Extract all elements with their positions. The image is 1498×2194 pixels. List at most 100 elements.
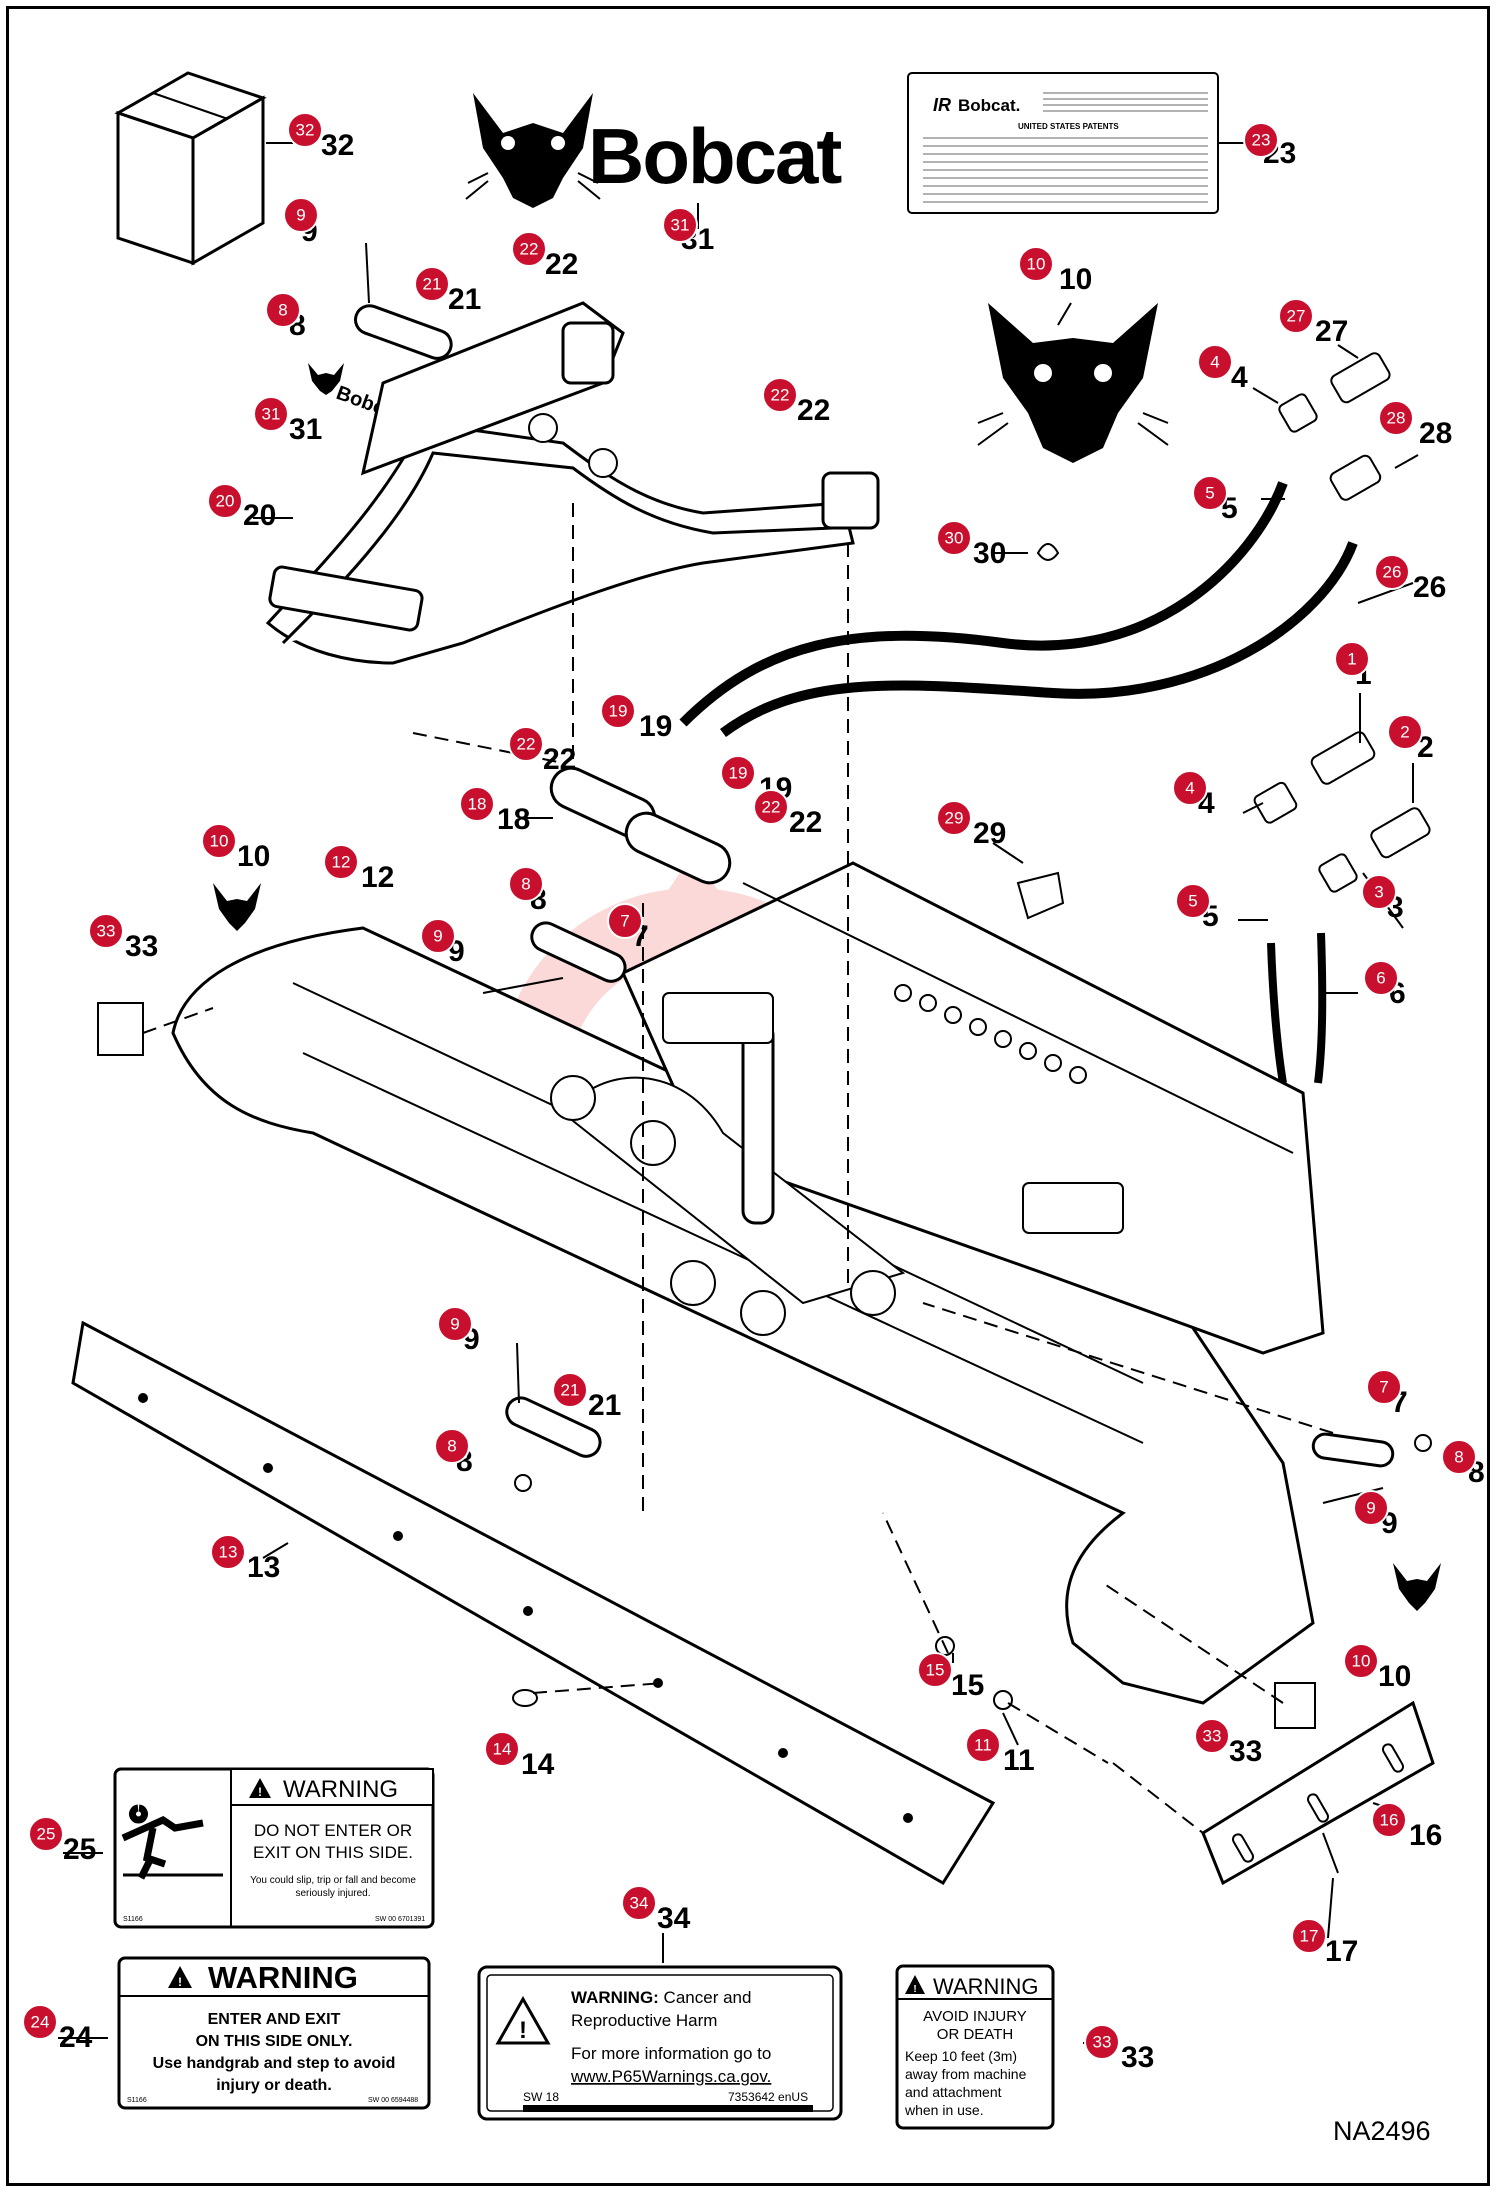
callout-badge-number: 7: [620, 912, 629, 931]
svg-text:WARNING: Cancer and: WARNING: Cancer and: [571, 1988, 751, 2007]
callout-badge: [1441, 1439, 1477, 1475]
callout-badge: [1291, 1918, 1327, 1954]
callout-badge-number: 5: [1188, 892, 1197, 911]
callout-badge: [1361, 874, 1397, 910]
callout-1: 11: [1334, 641, 1372, 691]
callout-5: 55: [1192, 475, 1238, 525]
callout-6: 66: [1363, 960, 1406, 1010]
bobcat-wordmark: Bobcat: [588, 112, 842, 200]
callout-label: 25: [63, 1833, 96, 1866]
callout-badge: [210, 1534, 246, 1570]
callout-badge-number: 7: [1379, 1378, 1388, 1397]
callout-badge: [437, 1306, 473, 1342]
callout-label: 19: [639, 710, 672, 743]
callout-badge: [1197, 344, 1233, 380]
svg-text:OR DEATH: OR DEATH: [937, 2026, 1013, 2043]
callout-badge-number: 8: [521, 875, 530, 894]
callout-8: 88: [434, 1428, 473, 1478]
callout-badge-number: 30: [945, 529, 964, 548]
svg-text:S1166: S1166: [127, 2097, 147, 2104]
callout-badge: [1343, 1643, 1379, 1679]
bobcat-logo: Bobcat: [465, 93, 844, 208]
callout-label: 22: [543, 743, 576, 776]
callout-badge-number: 8: [1454, 1448, 1463, 1467]
callout-badge: [1278, 298, 1314, 334]
callout-badge-number: 10: [1352, 1652, 1371, 1671]
callout-badge-number: 5: [1205, 484, 1214, 503]
callout-badge-number: 21: [561, 1381, 580, 1400]
callout-badge-number: 17: [1300, 1927, 1319, 1946]
cutting-edge: [71, 1320, 996, 1886]
callout-badge-number: 3: [1374, 883, 1383, 902]
svg-text:ENTER AND EXIT: ENTER AND EXIT: [208, 2011, 341, 2028]
callout-badge-number: 31: [262, 405, 281, 424]
callout-badge-number: 9: [450, 1315, 459, 1334]
bobcat-head-decal: [977, 303, 1169, 463]
svg-text:DO NOT ENTER OR: DO NOT ENTER OR: [254, 1821, 412, 1840]
callout-label: 34: [657, 1902, 691, 1935]
dashed-guides: [142, 503, 1334, 1834]
callout-badge-number: 14: [493, 1740, 512, 1759]
svg-text:S1166: S1166: [123, 1916, 143, 1923]
callout-badge: [1387, 714, 1423, 750]
callout-badge: [607, 903, 643, 939]
svg-text:EXIT ON THIS SIDE.: EXIT ON THIS SIDE.: [253, 1843, 413, 1862]
callout-badge: [936, 520, 972, 556]
callout-25: 25 25: [28, 1816, 96, 1866]
callout-badge: [965, 1727, 1001, 1763]
callout-badge: [1334, 641, 1370, 677]
hoses: [679, 481, 1358, 1084]
callout-badge: [1366, 1369, 1402, 1405]
callout-badge: [420, 918, 456, 954]
callout-label: 18: [497, 803, 530, 836]
callout-9: 99: [437, 1306, 480, 1356]
callout-badge: [323, 844, 359, 880]
callout-label: 22: [797, 394, 830, 427]
callout-badge-number: 28: [1387, 409, 1406, 428]
callout-label: 29: [973, 817, 1006, 850]
svg-text:when in use.: when in use.: [904, 2102, 984, 2118]
callout-badge: [459, 786, 495, 822]
callout-label: 26: [1413, 571, 1446, 604]
svg-text:Bobcat.: Bobcat.: [958, 96, 1020, 115]
callout-9: 99: [283, 197, 319, 248]
svg-text:Keep 10 feet (3m): Keep 10 feet (3m): [905, 2048, 1017, 2064]
callout-label: 27: [1315, 315, 1348, 348]
svg-text:www.P65Warnings.ca.gov.: www.P65Warnings.ca.gov.: [570, 2067, 771, 2086]
svg-text:ON THIS SIDE ONLY.: ON THIS SIDE ONLY.: [196, 2033, 353, 2050]
callout-label: 20: [243, 499, 276, 532]
callout-7: 77: [607, 903, 649, 953]
callout-badge: [917, 1652, 953, 1688]
callout-badge: [287, 112, 323, 148]
callout-label: 24: [59, 2021, 93, 2054]
callout-label: 21: [588, 1389, 621, 1422]
callout-8: 88: [508, 866, 547, 916]
callout-badge-number: 16: [1380, 1811, 1399, 1830]
callout-badge: [283, 197, 319, 233]
bucket-assembly: [171, 861, 1325, 1705]
callout-badge-number: 24: [31, 2013, 50, 2032]
svg-text:!: !: [178, 1975, 182, 1989]
callout-badge: [762, 377, 798, 413]
callout-badge: [662, 207, 698, 243]
callout-badge: [1378, 400, 1414, 436]
callout-badge-number: 25: [37, 1825, 56, 1844]
svg-text:WARNING: WARNING: [933, 1974, 1039, 1999]
callout-label: 22: [789, 806, 822, 839]
callout-badge: [1175, 883, 1211, 919]
svg-text:SW 00 6594488: SW 00 6594488: [368, 2097, 418, 2104]
callout-24: 24 24: [22, 2004, 93, 2054]
callout-4: 44: [1172, 770, 1215, 820]
